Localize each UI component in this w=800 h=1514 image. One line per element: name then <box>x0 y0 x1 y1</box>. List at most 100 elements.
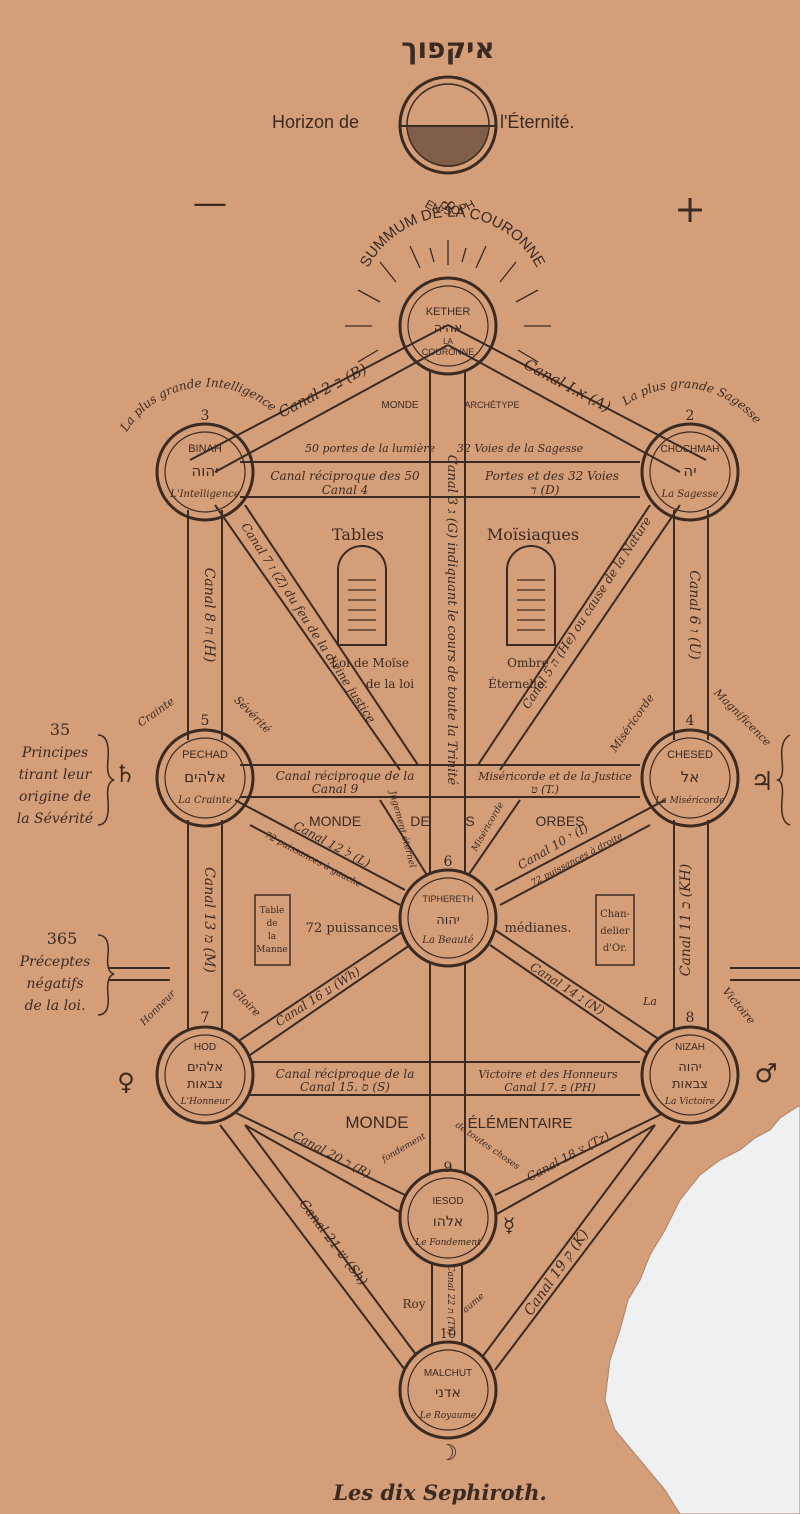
crown-arc-label: SUMMUM DE LA COURONNE <box>357 204 549 270</box>
hebrew-title: איקפוך <box>401 32 494 65</box>
orbes-label: ORBES <box>535 813 584 829</box>
principes-line-1: Principes <box>21 745 88 761</box>
sephira-malchut <box>398 1340 498 1440</box>
mercury-icon: ☿ <box>503 1213 515 1237</box>
canal-4b: Canal 4 <box>322 483 369 497</box>
canal-1: Canal I.א (A) <box>521 355 614 416</box>
caption: Les dix Sephiroth. <box>332 1480 547 1505</box>
torn-corner <box>604 1104 800 1514</box>
kether-hebrew: אהיה <box>434 321 463 336</box>
canal-11: Canal 11 כ (KH) <box>678 864 694 977</box>
horizon-circle <box>398 75 498 175</box>
tablet-right <box>506 545 556 646</box>
sephira-nizah <box>640 1025 740 1125</box>
sephira-kether <box>398 276 498 376</box>
sephira-pechad <box>155 728 255 828</box>
hod-hebrew2: צבאות <box>187 1077 223 1092</box>
principes-line-2: tirant leur <box>19 767 93 783</box>
preceptes-line-3: de la loi. <box>25 998 86 1014</box>
saturn-icon: ♄ <box>114 760 136 788</box>
right-brace <box>775 734 791 826</box>
de-label: DE <box>410 813 429 829</box>
table-manne-4: Manne <box>256 945 288 955</box>
moon-icon: ☽ <box>438 1441 458 1466</box>
chochmah-hebrew: יה <box>683 462 696 480</box>
ombre2-label: Éternelle. <box>488 676 548 691</box>
moisiaques-label: Moïsiaques <box>487 525 579 544</box>
canal-15b: Canal 15. ס (S) <box>300 1080 390 1094</box>
canal-16: Canal 16 ע (Wh) <box>273 964 363 1029</box>
malchut-sub: Le Royaume <box>419 1411 476 1421</box>
table-manne-box <box>254 894 291 966</box>
canal-7: Canal 7 ז (Z) du feu de la divine justic… <box>238 520 378 725</box>
canal-9b: Canal 9 <box>312 782 359 796</box>
iesod-number: 9 <box>444 1160 453 1176</box>
voies32-label: 32 Voies de la Sagesse <box>457 442 584 455</box>
chesed-hebrew: אל <box>681 768 700 786</box>
jupiter-icon: ♃ <box>750 767 773 797</box>
horizon-left-label: Horizon de <box>272 112 359 132</box>
binah-sub: L'Intelligence <box>169 489 240 500</box>
canal-17b: Canal 17. פ (PH) <box>504 1081 595 1094</box>
canal-17a: Victoire et des Honneurs <box>478 1068 618 1081</box>
line-kether-chochmah-inner <box>447 344 681 473</box>
tiphereth-number: 6 <box>444 854 453 870</box>
canal-9d: ט (T.) <box>531 783 559 796</box>
chochmah-name: CHOCHMAH <box>661 444 720 455</box>
malchut-name: MALCHUT <box>424 1368 472 1379</box>
sephira-tiphereth <box>398 868 498 968</box>
victoire-label: Victoire <box>720 985 758 1027</box>
monde2-label: MONDE <box>309 813 361 829</box>
hod-name: HOD <box>194 1042 216 1053</box>
margin-35: 35 <box>50 720 70 739</box>
binah-hebrew: יהוה <box>191 462 218 480</box>
minus-sign: — <box>193 183 227 223</box>
malchut-number: 10 <box>440 1327 457 1342</box>
fondement-label: fondement <box>379 1132 428 1166</box>
ensoph-label: EN-SOPH <box>423 197 478 218</box>
aume-label: aume <box>461 1292 487 1316</box>
canal-9c: Miséricorde et de la Justice <box>477 770 632 783</box>
pechad-hebrew: אלהים <box>184 768 226 786</box>
chesed-number: 4 <box>686 713 695 729</box>
severite-label: Sévérité <box>231 693 273 735</box>
principes-line-3: origine de <box>19 789 91 805</box>
puissances72-label: 72 puissances <box>306 921 399 936</box>
table-manne-3: la <box>268 932 277 942</box>
sephira-binah <box>155 422 255 522</box>
mars-icon: ♂ <box>754 1059 777 1089</box>
monde3-label: MONDE <box>345 1113 408 1132</box>
ombre1-label: Ombre <box>507 656 549 670</box>
infinity-symbol: ∞ <box>439 193 457 218</box>
canal-14: Canal 14 נ (N) <box>527 959 607 1018</box>
table-manne-1: Table <box>260 906 285 916</box>
pechad-number: 5 <box>201 713 210 729</box>
canal-6: Canal 6 ו (U) <box>686 570 702 660</box>
sephira-hod <box>155 1025 255 1125</box>
preceptes-line-1: Préceptes <box>19 954 91 970</box>
chochmah-sub: La Sagesse <box>660 489 718 500</box>
honneur-label: Honneur <box>138 988 179 1029</box>
canal-13: Canal 13 מ (M) <box>201 867 217 973</box>
kether-sub: LA <box>443 337 453 346</box>
s-label: S <box>465 813 474 829</box>
monde-label: MONDE <box>381 400 419 411</box>
tiphereth-hebrew: יהוה <box>436 913 460 928</box>
venus-icon: ♀ <box>117 1068 135 1096</box>
sephira-iesod <box>398 1168 498 1268</box>
plus-sign: + <box>674 187 706 231</box>
chandelier-2: delier <box>600 926 630 937</box>
hod-number: 7 <box>201 1010 210 1026</box>
table-manne-2: de <box>266 919 277 929</box>
roy-label: Roy <box>402 1297 425 1311</box>
canal-4d: ד (D) <box>530 483 559 497</box>
canal-9a: Canal réciproque de la <box>276 769 415 783</box>
nizah-hebrew2: צבאות <box>672 1077 708 1092</box>
nizah-name: NIZAH <box>675 1042 705 1053</box>
tiphereth-name: TIPHERETH <box>422 894 473 904</box>
tiphereth-sub: La Beauté <box>421 935 473 946</box>
pechad-name: PECHAD <box>182 749 228 761</box>
iesod-sub: Le Fondement <box>414 1238 481 1248</box>
chandelier-3: d'Or. <box>603 943 627 954</box>
preceptes-line-2: négatifs <box>26 976 83 992</box>
